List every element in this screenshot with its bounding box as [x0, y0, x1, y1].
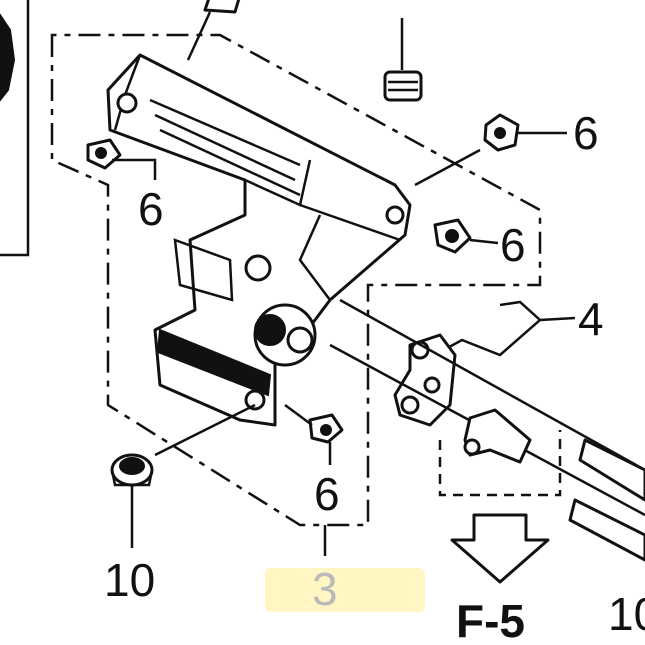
bracket-assembly	[106, 0, 412, 427]
grommet	[110, 453, 154, 487]
callout-fastener-upper-right: 6	[573, 107, 599, 159]
callout-fastener-lower: 6	[314, 468, 340, 520]
callout-grommet: 10	[104, 554, 155, 606]
callout-edge-ref: 10	[608, 588, 645, 640]
cable-rods	[329, 298, 645, 562]
fastener-right	[433, 218, 499, 254]
callout-fastener-left: 6	[138, 183, 164, 235]
callout-fastener-right: 6	[500, 219, 526, 271]
fastener-upper-right	[483, 113, 567, 152]
clip-top	[383, 18, 423, 102]
wire-spring	[438, 300, 576, 361]
leader-lines	[130, 148, 481, 556]
fastener-lower	[284, 403, 344, 465]
neighbor-part-left	[0, 0, 30, 257]
linkage-lever	[393, 333, 457, 427]
section-arrow-icon	[450, 513, 550, 584]
assembly-label-highlight	[265, 568, 425, 612]
sub-bracket	[438, 408, 562, 497]
callout-assembly: 3	[312, 563, 338, 615]
section-ref-label: F-5	[456, 595, 525, 645]
callout-wire: 4	[578, 293, 604, 345]
fastener-left	[86, 138, 157, 180]
assembly-outline	[50, 33, 542, 527]
